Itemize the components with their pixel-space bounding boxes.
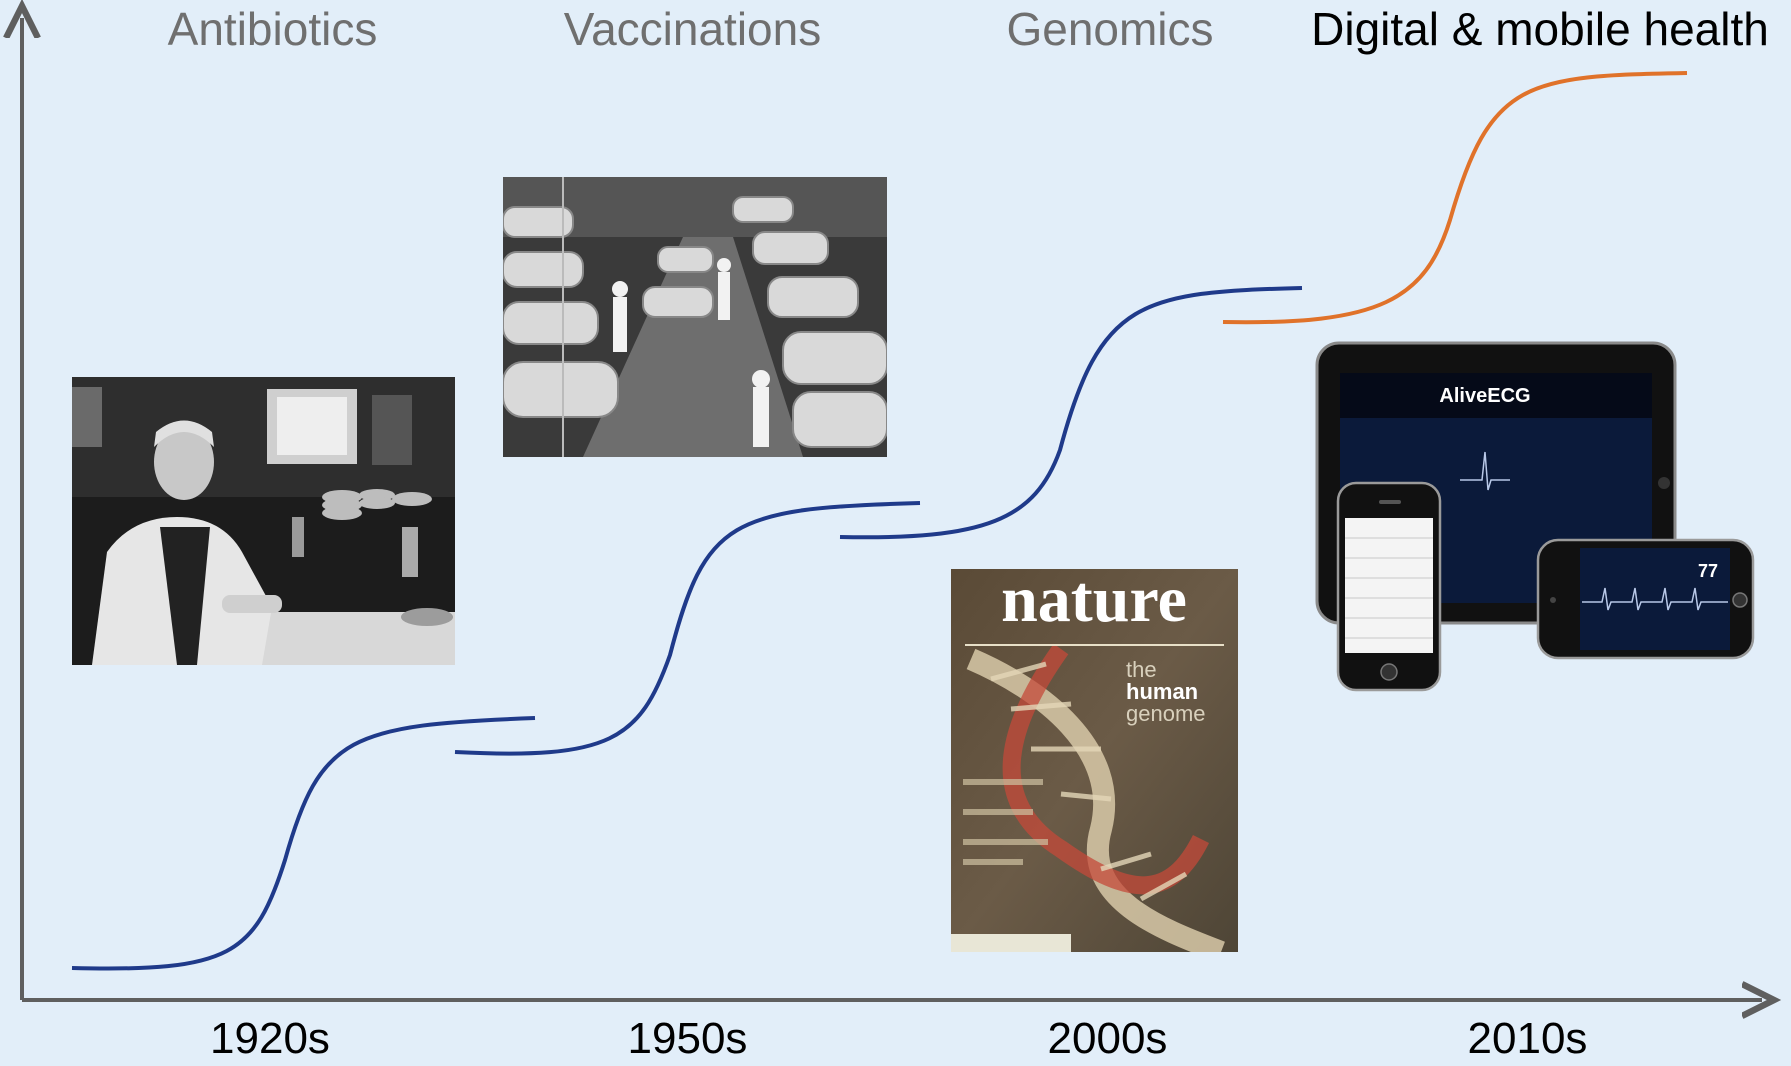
cover-line-human: human xyxy=(1126,679,1198,704)
era-label-genomics: Genomics xyxy=(1006,3,1214,55)
scientist-photo xyxy=(72,377,455,665)
nature-masthead: nature xyxy=(1001,569,1187,636)
decade-label-1920s: 1920s xyxy=(210,1014,330,1063)
decade-label-2000s: 2000s xyxy=(1047,1014,1168,1063)
cover-line-genome: genome xyxy=(1126,701,1206,726)
heart-rate-readout: 77 xyxy=(1698,561,1718,581)
antibiotics-curve xyxy=(71,716,536,971)
decade-label-1950s: 1950s xyxy=(627,1014,748,1063)
decade-label-2010s: 2010s xyxy=(1467,1014,1588,1063)
digital-health-curve xyxy=(1222,71,1688,325)
era-label-vaccinations: Vaccinations xyxy=(563,3,822,55)
era-label-digital-mobile-health: Digital & mobile health xyxy=(1311,3,1769,55)
mobile-ecg-devices: AliveECG 77 xyxy=(1310,340,1760,710)
cover-line-the: the xyxy=(1126,657,1157,682)
genomics-curve xyxy=(839,286,1303,540)
iron-lung-ward-photo xyxy=(503,177,887,457)
vaccinations-curve xyxy=(454,501,921,756)
nature-human-genome-cover: nature the human genome xyxy=(951,569,1238,952)
app-name-title: AliveECG xyxy=(1439,385,1530,407)
era-label-antibiotics: Antibiotics xyxy=(167,3,378,55)
